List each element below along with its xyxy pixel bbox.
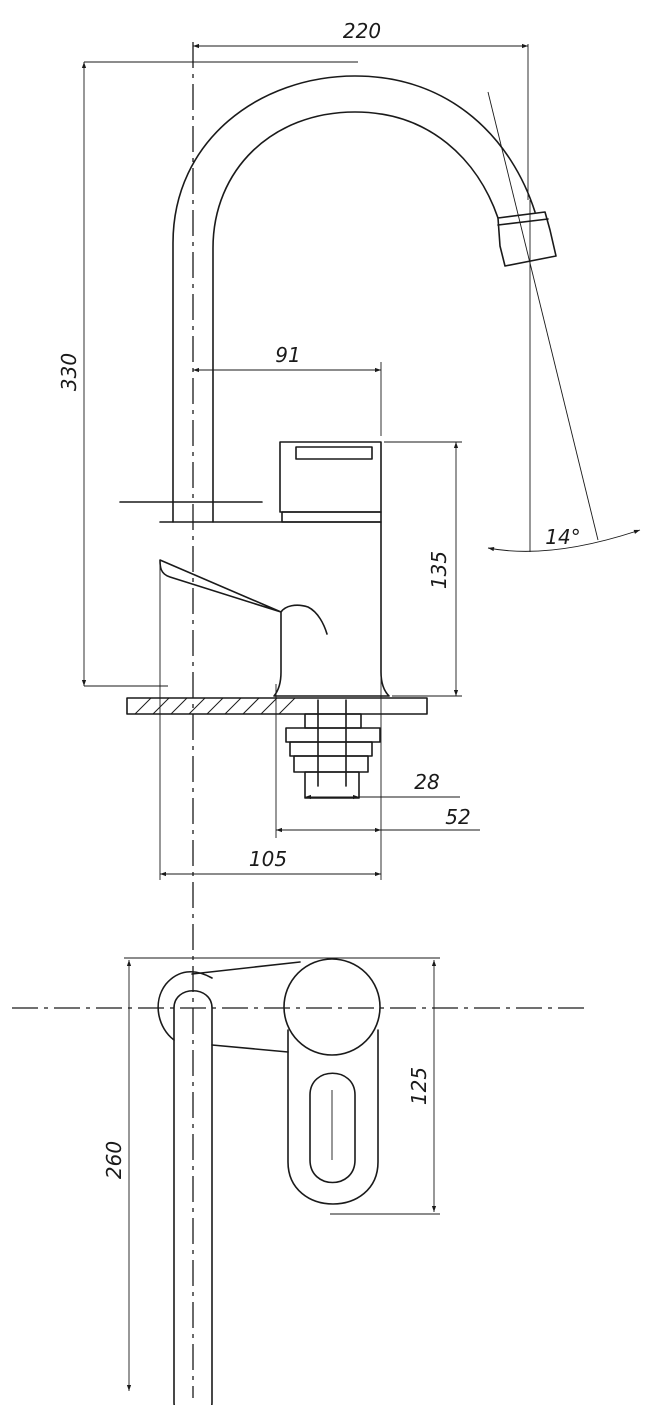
lever-handle-window — [295, 446, 373, 460]
aerator-joint — [497, 218, 549, 226]
plan-body-bottom-edge — [211, 1044, 289, 1053]
dimensions-plan: 125 260 — [102, 960, 437, 1391]
front-view — [84, 44, 599, 880]
mixer-body — [159, 521, 390, 697]
dim-125-label: 125 — [407, 1067, 431, 1105]
plan-view — [124, 957, 440, 1405]
lever-handle — [279, 441, 382, 513]
spout-outer-curve — [172, 75, 536, 523]
dim-52-label: 52 — [445, 805, 470, 829]
spout-angle-line — [487, 91, 599, 541]
plan-lever-body — [287, 1029, 379, 1205]
plan-spout-base — [157, 971, 213, 1041]
plan-spout — [173, 989, 213, 1405]
spout-inner-curve — [212, 111, 499, 523]
plan-body-top-edge — [191, 961, 301, 975]
dim-14-angle-label: 14° — [545, 525, 580, 549]
dim-260-label: 260 — [102, 1141, 126, 1179]
mounting-surface — [126, 697, 428, 715]
dim-28-label: 28 — [414, 770, 439, 794]
dim-105-label: 105 — [249, 847, 287, 871]
dim-135-label: 135 — [427, 551, 451, 589]
lever-collar — [281, 511, 382, 523]
dim-220-label: 220 — [343, 19, 381, 43]
dimensions-front: 220 330 91 135 14° 28 52 105 — [57, 19, 641, 877]
dim-330-label: 330 — [57, 353, 81, 391]
mounting-surface-hatch — [134, 697, 296, 715]
plan-lever-slot — [309, 1072, 356, 1184]
plan-handle-circle — [283, 958, 381, 1056]
spout-aerator — [497, 211, 557, 267]
dim-91-label: 91 — [275, 343, 300, 367]
